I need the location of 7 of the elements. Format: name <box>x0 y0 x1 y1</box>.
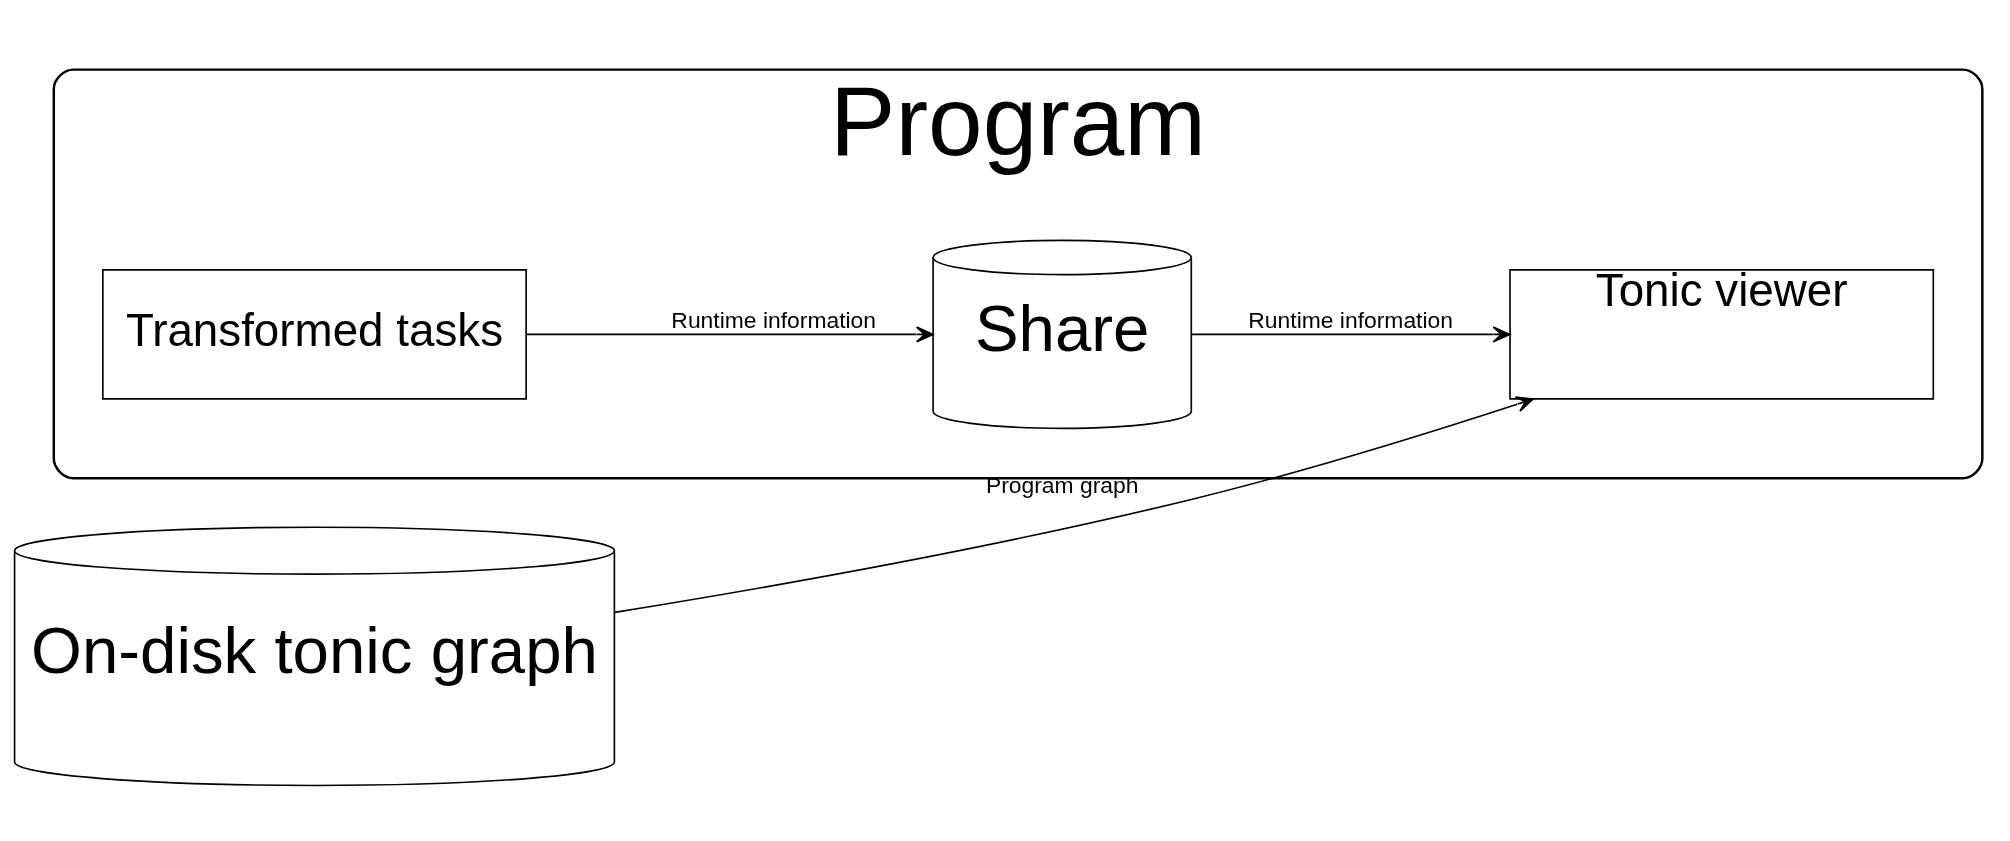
edge-label: Runtime information <box>671 306 877 333</box>
arrow <box>525 325 934 343</box>
arrow <box>1191 325 1511 343</box>
arrow <box>614 395 1535 613</box>
node-box: Transformed tasks <box>102 268 527 400</box>
node-box: Tonic viewer <box>1509 268 1935 400</box>
edge-label: Runtime information <box>1248 306 1454 333</box>
